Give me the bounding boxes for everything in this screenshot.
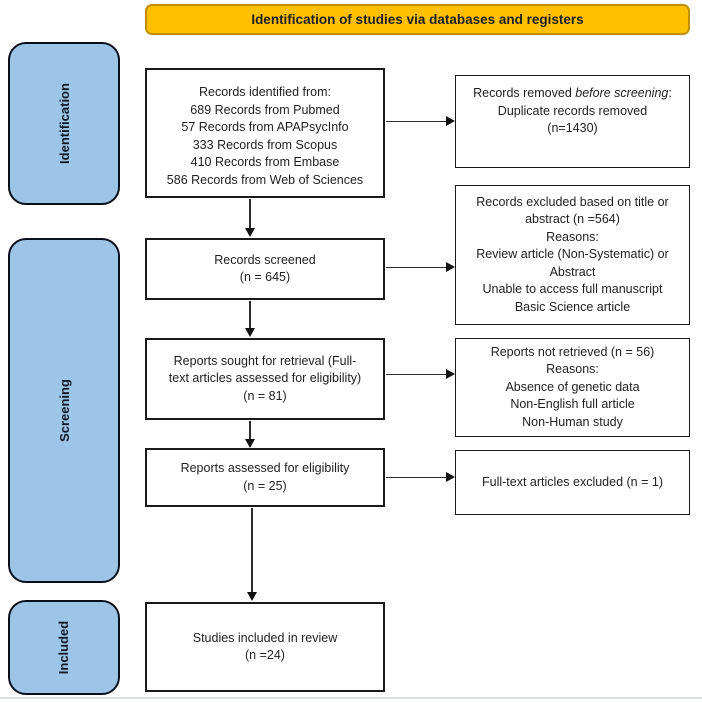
diagram-title: Identification of studies via databases … bbox=[251, 12, 584, 27]
box-text: Records excluded based on title or abstr… bbox=[476, 194, 669, 314]
arrow-sought-to-not-retrieved bbox=[386, 369, 455, 379]
removed-title-italic: before screening bbox=[575, 86, 669, 100]
stage-label-text: Screening bbox=[56, 379, 72, 442]
box-reports-not-retrieved: Reports not retrieved (n = 56) Reasons: … bbox=[455, 338, 690, 437]
box-records-removed: Records removed before screening: Duplic… bbox=[455, 75, 690, 168]
box-text: Records removed before screening: Duplic… bbox=[473, 85, 672, 138]
diagram-title-banner: Identification of studies via databases … bbox=[145, 4, 690, 35]
box-text: Records identified from: 689 Records fro… bbox=[166, 85, 364, 187]
arrow-assessed-to-included bbox=[247, 508, 256, 601]
box-records-excluded: Records excluded based on title or abstr… bbox=[455, 185, 690, 325]
arrow-assessed-to-fulltext-excluded bbox=[386, 472, 455, 482]
arrow-screened-to-sought bbox=[245, 301, 254, 337]
removed-title-suffix: : bbox=[668, 86, 672, 100]
stage-label-identification: Identification bbox=[8, 42, 120, 205]
stage-label-text: Identification bbox=[56, 83, 72, 164]
box-studies-included: Studies included in review (n =24) bbox=[145, 602, 385, 692]
stage-label-included: Included bbox=[8, 600, 120, 695]
box-text: Full-text articles excluded (n = 1) bbox=[482, 474, 663, 489]
arrow-identified-to-screened bbox=[245, 199, 254, 237]
box-fulltext-excluded: Full-text articles excluded (n = 1) bbox=[455, 450, 690, 515]
box-records-identified: Records identified from: 689 Records fro… bbox=[145, 68, 385, 198]
box-text: Reports assessed for eligibility (n = 25… bbox=[180, 461, 350, 493]
box-reports-assessed: Reports assessed for eligibility (n = 25… bbox=[145, 448, 385, 507]
arrow-screened-to-excluded bbox=[386, 262, 455, 272]
stage-label-screening: Screening bbox=[8, 238, 120, 583]
box-text: Studies included in review (n =24) bbox=[192, 630, 338, 663]
removed-title-line: Records removed before screening: bbox=[473, 85, 672, 103]
removed-title-prefix: Records removed bbox=[473, 86, 576, 100]
removed-detail-lines: Duplicate records removed (n=1430) bbox=[497, 103, 648, 136]
box-reports-sought: Reports sought for retrieval (Full- text… bbox=[145, 338, 385, 420]
arrow-sought-to-assessed bbox=[245, 421, 254, 448]
stage-label-text: Included bbox=[56, 620, 72, 675]
box-text: Reports sought for retrieval (Full- text… bbox=[168, 353, 362, 403]
page-bottom-edge bbox=[0, 697, 702, 699]
box-text: Reports not retrieved (n = 56) Reasons: … bbox=[490, 344, 655, 429]
box-text: Records screened (n = 645) bbox=[214, 252, 316, 285]
arrow-identified-to-removed bbox=[386, 116, 455, 126]
box-records-screened: Records screened (n = 645) bbox=[145, 238, 385, 300]
